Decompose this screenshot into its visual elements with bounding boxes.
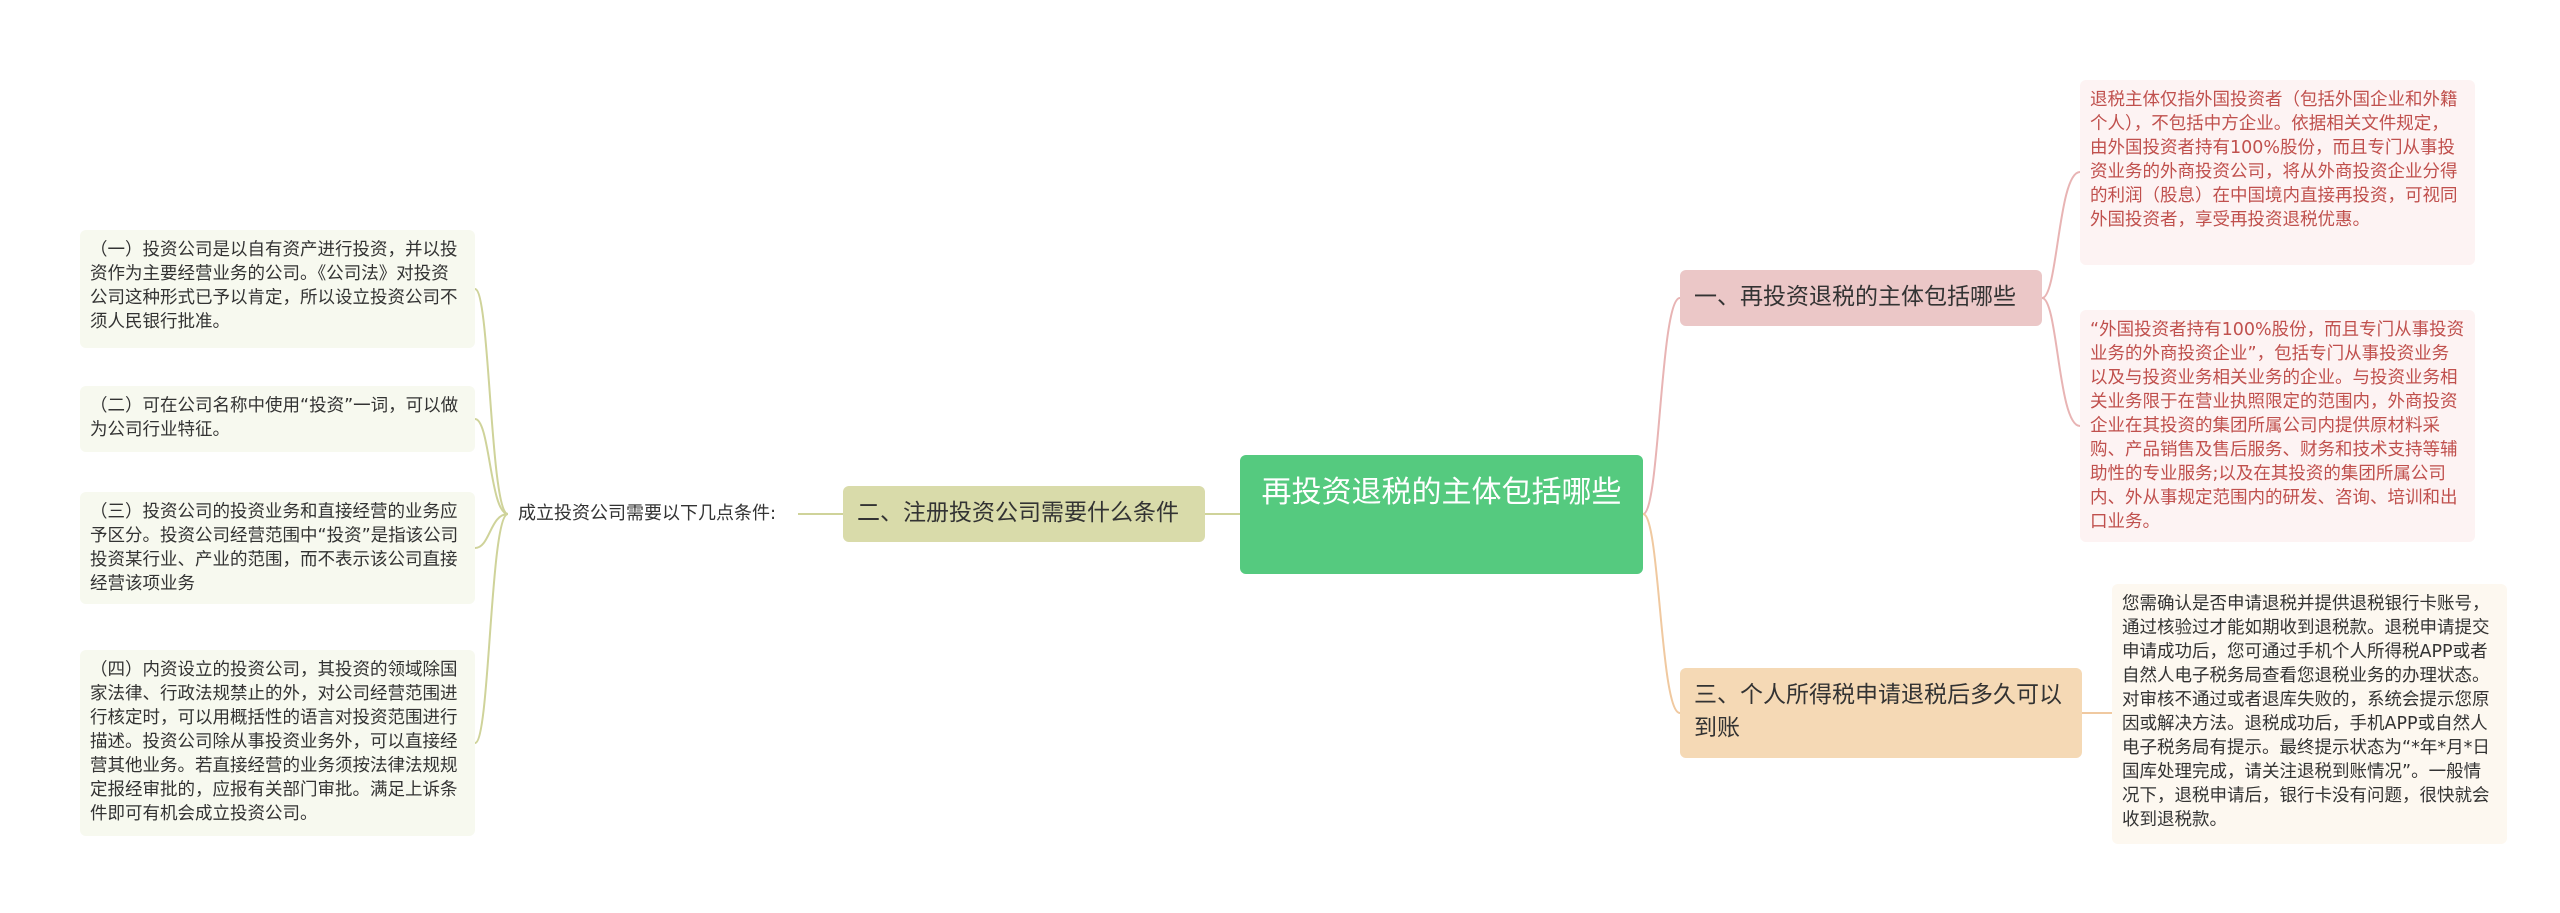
link-b1-r1 [2041,171,2081,299]
leaf-condition-4[interactable]: （四）内资设立的投资公司，其投资的领域除国家法律、行政法规禁止的外，对公司经营范… [80,650,475,836]
branch-subjects[interactable]: 一、再投资退税的主体包括哪些 [1680,270,2042,326]
leaf-subjects-1[interactable]: 退税主体仅指外国投资者（包括外国企业和外籍个人），不包括中方企业。依据相关文件规… [2080,80,2475,265]
link-label-l2 [474,418,509,515]
leaf-condition-1[interactable]: （一）投资公司是以自有资产进行投资，并以投资作为主要经营业务的公司。《公司法》对… [80,230,475,348]
leaf-subjects-2[interactable]: “外国投资者持有100%股份，而且专门从事投资业务的外商投资企业”，包括专门从事… [2080,310,2475,542]
leaf-condition-3[interactable]: （三）投资公司的投资业务和直接经营的业务应予区分。投资公司经营范围中“投资”是指… [80,492,475,604]
root-topic[interactable]: 再投资退税的主体包括哪些 [1240,455,1643,574]
link-b1-r2 [2041,297,2081,427]
branch-refund-time[interactable]: 三、个人所得税申请退税后多久可以到账 [1680,668,2082,758]
leaf-refund-time[interactable]: 您需确认是否申请退税并提供退税银行卡账号，通过核验过才能如期收到退税款。退税申请… [2112,584,2507,844]
link-label-l4 [474,513,509,744]
link-root-b3 [1642,513,1681,714]
leaf-condition-2[interactable]: （二）可在公司名称中使用“投资”一词，可以做为公司行业特征。 [80,386,475,452]
branch-conditions[interactable]: 二、注册投资公司需要什么条件 [843,486,1205,542]
link-label-l3 [474,513,509,549]
conditions-label[interactable]: 成立投资公司需要以下几点条件: [518,503,777,524]
link-label-l1 [474,288,509,515]
link-root-b1 [1642,297,1681,515]
